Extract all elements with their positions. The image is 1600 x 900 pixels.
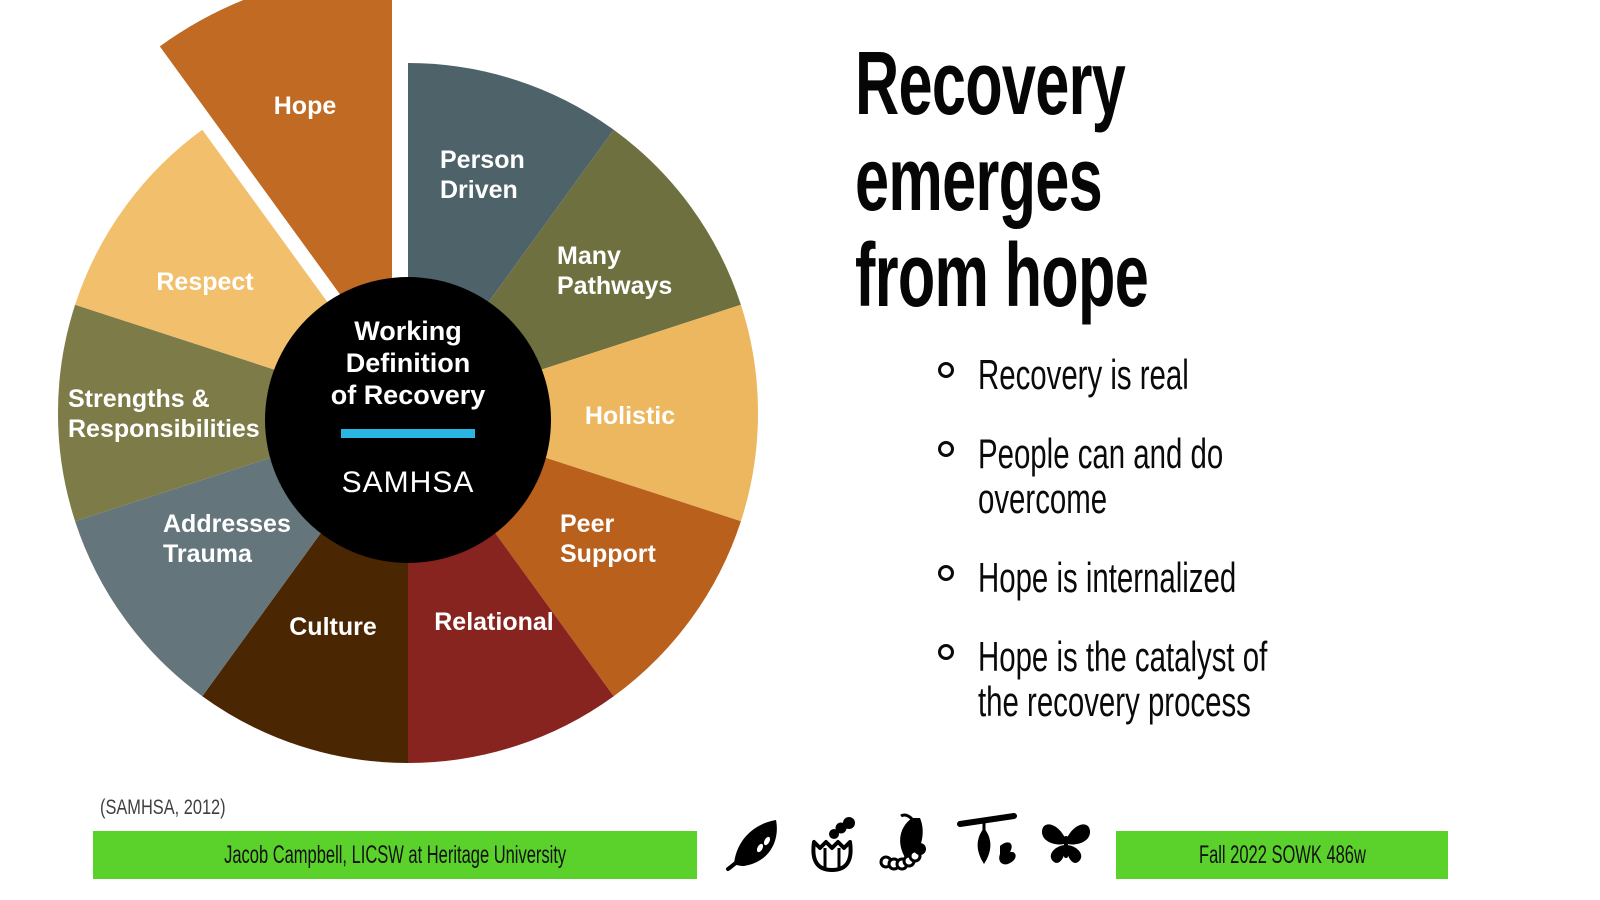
bullet-item-2: People can and do overcome — [938, 431, 1458, 521]
wheel-center-circle — [265, 277, 551, 563]
page-title: Recovery emerges from hope — [855, 34, 1149, 326]
wheel-center-title-line1: Working — [354, 316, 462, 346]
citation-text: (SAMHSA, 2012) — [100, 796, 226, 819]
leaf-with-eggs-icon — [726, 820, 777, 871]
footer-author-label: Jacob Campbell, LICSW at Heritage Univer… — [223, 840, 567, 869]
wedge-label-strengths-responsibilities: Strengths &Responsibilities — [68, 385, 260, 443]
caterpillar-icon — [879, 813, 926, 871]
bullet-text: Hope is the catalyst of the recovery pro… — [978, 633, 1268, 725]
wedge-label-hope: Hope — [274, 92, 337, 120]
egg-hatching-icon — [811, 817, 855, 872]
footer-course-label: Fall 2022 SOWK 486w — [1198, 840, 1366, 869]
bullet-text: Hope is internalized — [978, 554, 1237, 601]
wheel-center-divider — [341, 429, 475, 438]
wedge-label-culture: Culture — [289, 613, 377, 641]
wheel-center-samhsa-label: SAMHSA — [342, 466, 475, 499]
butterfly-icon — [1042, 824, 1090, 863]
bullet-text: Recovery is real — [978, 351, 1189, 398]
bullet-item-4: Hope is the catalyst of the recovery pro… — [938, 634, 1458, 724]
footer-course-bar: Fall 2022 SOWK 486w — [1116, 831, 1448, 879]
wedge-label-respect: Respect — [156, 268, 254, 296]
bullet-item-3: Hope is internalized — [938, 555, 1458, 600]
title-line-3: from hope — [855, 226, 1149, 326]
bullet-item-1: Recovery is real — [938, 352, 1458, 397]
title-line-2: emerges — [855, 130, 1103, 230]
wedge-label-relational: Relational — [434, 608, 553, 636]
recovery-wheel-chart: Working Definition of Recovery SAMHSA Pe… — [57, 0, 759, 763]
wedge-hope — [159, 0, 392, 366]
wheel-center-title-line3: of Recovery — [331, 380, 486, 410]
wheel-center-title-line2: Definition — [346, 348, 470, 378]
hollow-bullet-icon — [938, 441, 954, 457]
chrysalis-icon — [957, 813, 1017, 865]
hollow-bullet-icon — [938, 644, 954, 660]
wedge-holistic — [408, 304, 759, 522]
wedge-strengths-responsibilities — [57, 304, 408, 522]
hollow-bullet-icon — [938, 362, 954, 378]
title-line-1: Recovery — [855, 34, 1126, 134]
butterfly-lifecycle-icons — [722, 812, 1098, 876]
wedge-label-holistic: Holistic — [585, 402, 675, 430]
footer-author-bar: Jacob Campbell, LICSW at Heritage Univer… — [93, 831, 697, 879]
hollow-bullet-icon — [938, 565, 954, 581]
bullet-text: People can and do overcome — [978, 430, 1224, 522]
